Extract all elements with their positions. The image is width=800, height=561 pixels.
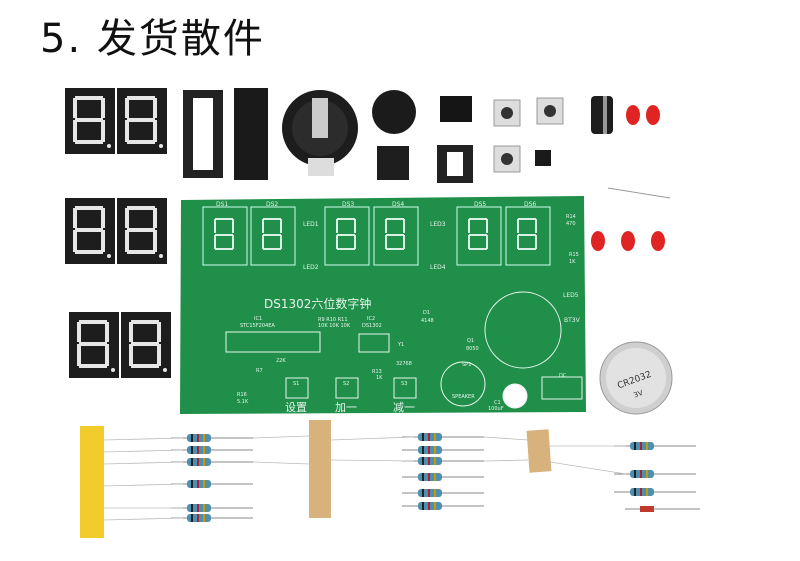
button-caption: 减一 <box>393 401 415 414</box>
misc-label: 1K <box>569 259 576 265</box>
button-label: S2 <box>343 381 349 387</box>
button-caption: 加一 <box>335 401 357 414</box>
seven-segment-display <box>63 86 173 380</box>
digit-label: DS2 <box>266 201 278 208</box>
misc-label: Y1 <box>397 342 404 348</box>
led-label: LED1 <box>303 221 319 228</box>
misc-label: C1 <box>494 400 501 406</box>
pcb-board: DS1 DS2 DS3 DS4 DS5 DS6 LED1 LED2 LED3 L… <box>180 196 586 414</box>
button-label: S3 <box>401 381 407 387</box>
misc-label: SP1 <box>462 362 471 368</box>
coin-cell-battery: CR2032 3V <box>599 341 673 415</box>
tactile-button <box>493 97 564 173</box>
misc-label: 470 <box>566 221 576 227</box>
misc-label: R16 <box>237 392 247 398</box>
led-label: LED5 <box>563 292 579 299</box>
chip-label: IC1 <box>254 316 262 322</box>
chip-label: 10K 10K 10K <box>318 323 351 329</box>
misc-label: SPEAKER <box>452 394 475 400</box>
misc-label: 8050 <box>466 346 479 352</box>
chip-label: DS1302 <box>362 323 382 329</box>
misc-label: 4148 <box>421 318 434 324</box>
digit-label: DS6 <box>524 201 536 208</box>
red-led <box>591 105 665 251</box>
misc-label: R7 <box>256 368 263 374</box>
button-caption: 设置 <box>285 401 307 414</box>
led-label: LED4 <box>430 264 446 271</box>
chip-label: STC15F204EA <box>240 323 275 329</box>
misc-label: 100uF <box>488 406 504 412</box>
digit-label: DS5 <box>474 201 486 208</box>
misc-label: BT3V <box>564 317 581 324</box>
digit-label: DS3 <box>342 201 354 208</box>
button-label: S1 <box>293 381 299 387</box>
ic-socket <box>183 88 473 183</box>
battery-holder <box>282 90 358 176</box>
dc-jack <box>377 146 409 180</box>
board-title: DS1302六位数字钟 <box>264 296 371 311</box>
led-label: LED3 <box>430 221 446 228</box>
misc-label: R15 <box>569 252 579 258</box>
misc-label: D1 <box>423 310 430 316</box>
misc-label: R13 <box>372 369 382 375</box>
battery-voltage: 3V <box>633 389 645 400</box>
chip-label: IC2 <box>367 316 375 322</box>
page-title: 5. 发货散件 <box>40 16 265 62</box>
misc-label: Q1 <box>467 338 474 344</box>
misc-label: DC <box>559 373 567 379</box>
digit-label: DS4 <box>392 201 404 208</box>
misc-label: 5.1K <box>237 399 249 405</box>
led-label: LED2 <box>303 264 319 271</box>
buzzer <box>372 90 416 134</box>
electrolytic-capacitor <box>591 96 613 134</box>
misc-label: 32768 <box>396 361 412 367</box>
misc-label: 1K <box>376 375 383 381</box>
chip-label: R9 R10 R11 <box>318 317 348 323</box>
misc-label: 22K <box>276 358 286 364</box>
misc-label: R14 <box>566 214 576 220</box>
resistor-strip <box>80 420 700 538</box>
digit-label: DS1 <box>216 201 228 208</box>
